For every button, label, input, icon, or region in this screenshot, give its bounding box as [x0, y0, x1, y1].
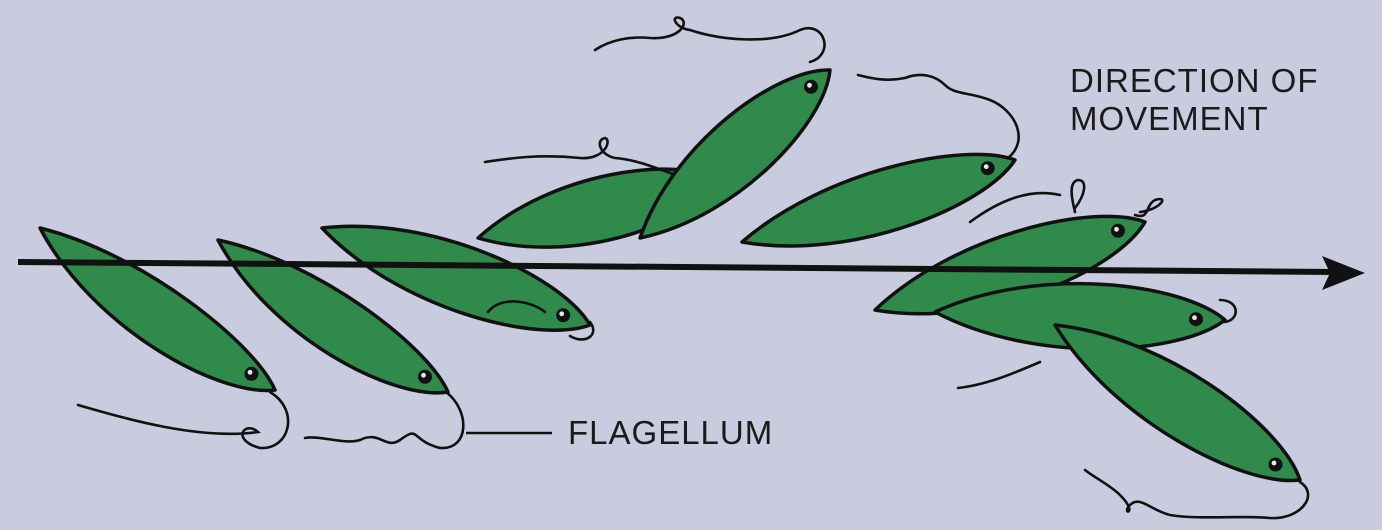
- cell-body: [1055, 325, 1300, 481]
- eyespot-highlight: [421, 373, 426, 378]
- eyespot-highlight: [807, 83, 812, 88]
- flagellum-label: FLAGELLUM: [568, 414, 773, 452]
- eyespot-highlight: [248, 370, 253, 375]
- flagellum: [858, 75, 1019, 158]
- eyespot-highlight: [1192, 315, 1197, 320]
- euglena-cell: [1055, 325, 1308, 518]
- direction-arrow-shaft: [18, 262, 1335, 272]
- direction-label-line2: MOVEMENT: [1070, 100, 1380, 138]
- flagellum: [78, 392, 288, 448]
- flagellum: [595, 18, 824, 62]
- flagellum: [970, 180, 1162, 222]
- cell-body: [742, 154, 1015, 246]
- eyespot-highlight: [1272, 461, 1277, 466]
- eyespot-highlight: [559, 311, 564, 316]
- direction-label-line1: DIRECTION OF: [1070, 62, 1380, 100]
- eyespot-highlight: [1114, 227, 1119, 232]
- direction-of-movement-label: DIRECTION OF MOVEMENT: [1070, 62, 1380, 138]
- flagellum: [305, 392, 463, 448]
- direction-arrow: [18, 256, 1365, 290]
- eyespot-highlight: [984, 164, 989, 169]
